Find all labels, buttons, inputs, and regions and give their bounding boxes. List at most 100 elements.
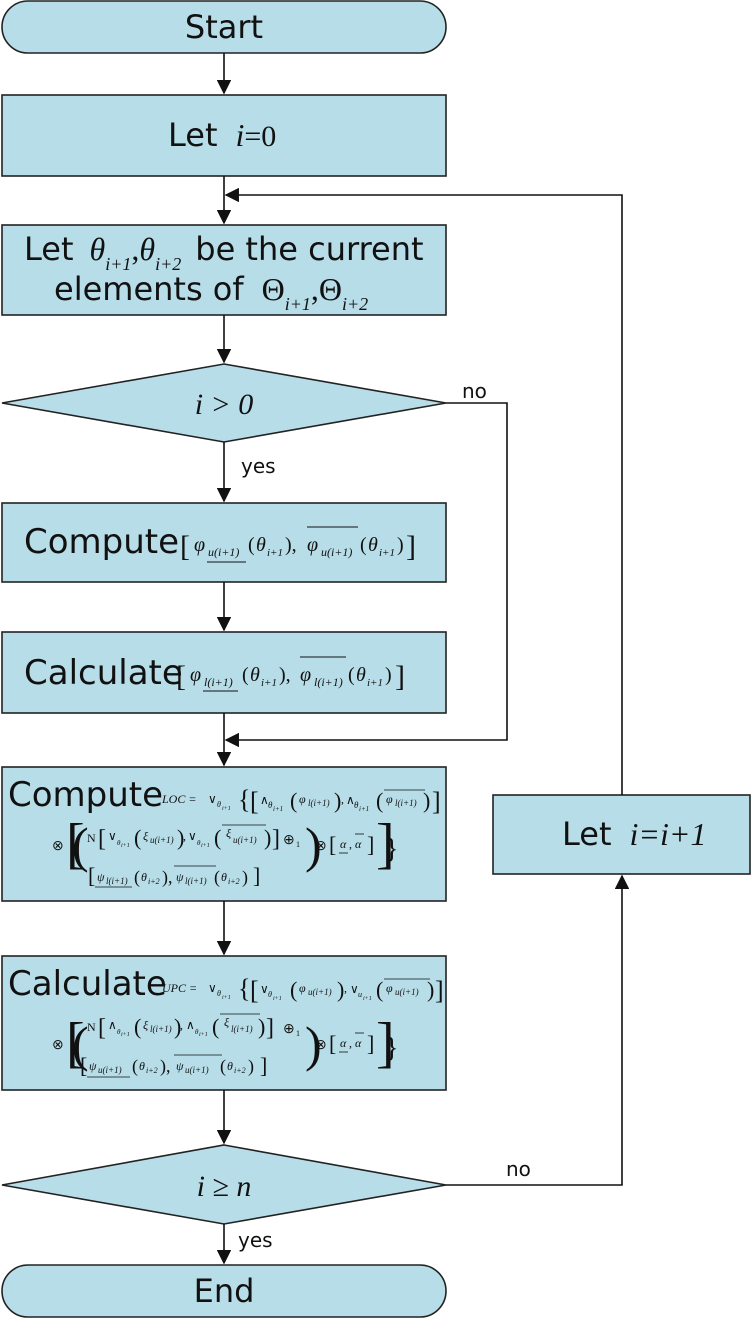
calculate-phi-l-label: Calculate	[24, 653, 183, 693]
svg-text:,: ,	[344, 981, 347, 995]
svg-text:ξ: ξ	[143, 829, 149, 843]
edge-label-yes-1: yes	[241, 454, 276, 478]
edge-decision2-no	[446, 874, 630, 1186]
edge-decision-no	[224, 402, 508, 748]
calculate-phi-l-formula: [ φ l(i+1) ( θ i+1 ), φ l(i+1) ( θ i+1 )…	[176, 656, 405, 693]
svg-text:,: ,	[349, 837, 352, 851]
svg-text:(: (	[214, 867, 220, 888]
svg-text:i+1: i+1	[267, 547, 283, 559]
svg-text:): )	[174, 1014, 181, 1039]
svg-text:i+2: i+2	[234, 1066, 246, 1075]
svg-text:l(i+1): l(i+1)	[106, 876, 128, 886]
svg-text:α: α	[340, 837, 347, 851]
let-theta-line2: elements of Θi+1,Θi+2	[54, 270, 368, 314]
svg-text:[: [	[176, 660, 186, 693]
svg-text:(: (	[134, 1014, 141, 1039]
svg-text:[: [	[66, 813, 85, 875]
svg-text:),: ),	[285, 534, 297, 556]
svg-text:θ: θ	[256, 534, 266, 556]
svg-text:θ: θ	[250, 664, 260, 686]
svg-text:[: [	[250, 976, 259, 1005]
svg-text:(: (	[290, 788, 297, 813]
svg-text:∨: ∨	[350, 982, 359, 996]
svg-text:ψ: ψ	[97, 870, 105, 884]
compute-loc-box	[1, 766, 447, 902]
compute-loc-label: Compute	[8, 775, 163, 815]
svg-text:(: (	[214, 825, 221, 850]
start-label: Start	[185, 8, 263, 46]
svg-text:u(i+1): u(i+1)	[395, 987, 419, 997]
svg-text:φ: φ	[386, 981, 393, 995]
svg-text:,: ,	[349, 1036, 352, 1050]
svg-text:θ: θ	[217, 989, 221, 998]
svg-text:θ: θ	[117, 839, 121, 847]
svg-text:θ: θ	[354, 800, 359, 810]
svg-text:θ: θ	[268, 990, 272, 999]
svg-text:i+2: i+2	[228, 877, 240, 886]
svg-text:∨: ∨	[208, 981, 217, 995]
svg-text:i+1: i+1	[363, 996, 372, 1002]
svg-text:[: [	[88, 863, 95, 888]
svg-text:ξ: ξ	[226, 826, 232, 840]
let-i-zero-box	[1, 94, 447, 177]
svg-text:l(i+1): l(i+1)	[395, 798, 417, 808]
svg-text:θ: θ	[217, 800, 221, 809]
svg-text:⊗: ⊗	[52, 839, 64, 854]
svg-text:{: {	[238, 974, 250, 1003]
svg-text:u(i+1): u(i+1)	[233, 835, 257, 845]
svg-text:): )	[264, 825, 271, 850]
svg-text:(: (	[212, 1014, 219, 1039]
svg-text:i+1: i+1	[121, 843, 130, 849]
let-i-zero-label: Let i=0	[168, 116, 276, 154]
svg-text:[: [	[180, 530, 190, 563]
svg-text:(: (	[290, 977, 297, 1002]
svg-text:[: [	[329, 1031, 336, 1056]
svg-text:]: ]	[435, 976, 444, 1005]
svg-text:l(i+1): l(i+1)	[231, 1024, 253, 1034]
svg-text:α: α	[355, 1036, 362, 1050]
svg-text:i+1: i+1	[222, 995, 231, 1001]
svg-text:): )	[397, 534, 404, 556]
svg-text:): )	[427, 977, 434, 1002]
svg-text:]: ]	[376, 1012, 395, 1074]
svg-text:): )	[385, 664, 392, 686]
svg-text:u(i+1): u(i+1)	[208, 545, 239, 559]
svg-text:∨: ∨	[260, 982, 269, 996]
svg-text:N: N	[87, 831, 96, 845]
svg-text:θ: θ	[227, 1059, 233, 1073]
svg-text:[: [	[250, 787, 259, 816]
svg-text:l(i+1): l(i+1)	[185, 876, 207, 886]
svg-text:1: 1	[296, 840, 300, 849]
svg-text:[: [	[80, 1053, 87, 1078]
svg-text:φ: φ	[300, 664, 311, 686]
svg-text:): )	[305, 1016, 322, 1072]
svg-text:φ: φ	[190, 664, 201, 686]
svg-text:θ: θ	[221, 870, 227, 884]
compute-phi-u-label: Compute	[24, 522, 179, 562]
compute-phi-u-box	[1, 502, 447, 583]
svg-text:∨: ∨	[188, 829, 197, 843]
svg-text:u(i+1): u(i+1)	[185, 1065, 209, 1075]
svg-text:[: [	[66, 1012, 85, 1074]
end-terminal	[1, 1264, 447, 1318]
edge-label-yes-2: yes	[238, 1228, 273, 1252]
svg-text:(: (	[220, 1056, 226, 1077]
svg-text:(: (	[376, 977, 383, 1002]
svg-text:),: ),	[279, 664, 291, 686]
svg-text:]: ]	[367, 1031, 374, 1056]
svg-text:(: (	[72, 817, 89, 873]
svg-text:1: 1	[296, 1029, 300, 1038]
svg-text:,: ,	[341, 792, 344, 806]
compute-phi-u-formula: [ φ u(i+1) ( θ i+1 ), φ u(i+1) ( θ i+1 )…	[180, 526, 416, 563]
svg-text:): )	[337, 977, 344, 1002]
svg-text:i+1: i+1	[222, 806, 231, 812]
let-increment-label: Let i=i+1	[562, 815, 706, 853]
svg-text:),: ),	[162, 867, 173, 888]
calculate-upc-label: Calculate	[8, 964, 167, 1004]
decision-i-ge-n-label: i ≥ n	[197, 1170, 252, 1203]
svg-text:⊗: ⊗	[315, 1038, 327, 1053]
svg-text:[: [	[329, 832, 336, 857]
svg-text:[: [	[98, 826, 106, 852]
svg-text:): )	[334, 788, 341, 813]
